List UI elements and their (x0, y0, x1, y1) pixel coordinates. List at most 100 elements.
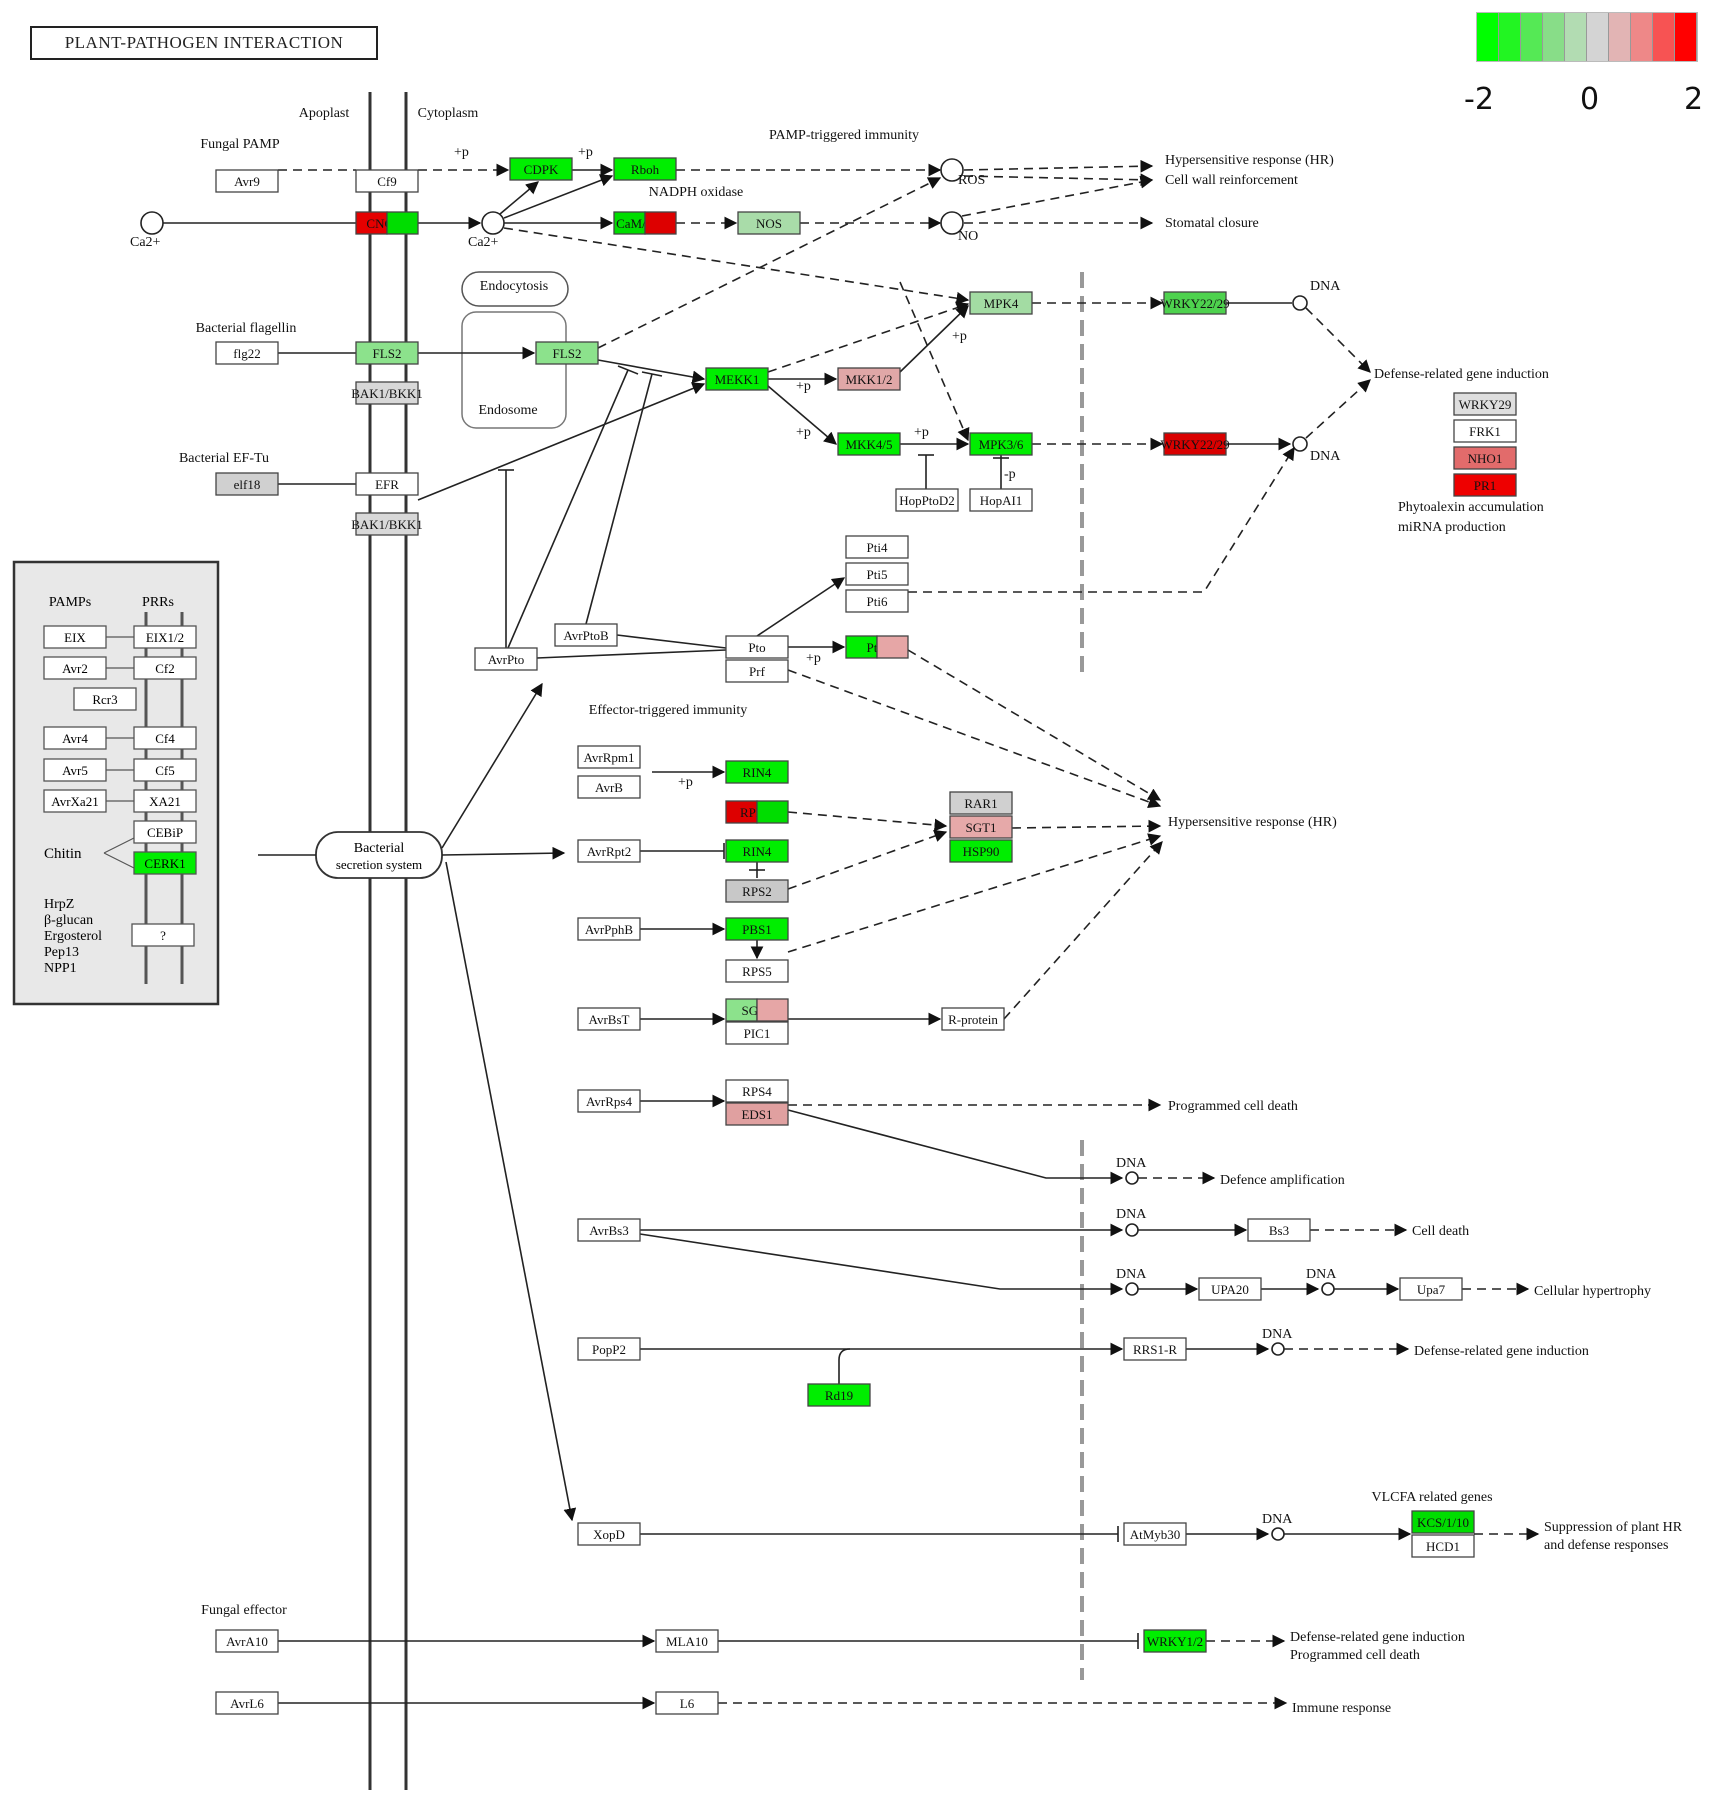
gene-label: MKK4/5 (846, 437, 893, 452)
gene-node-pti6[interactable]: Pti6 (845, 589, 909, 613)
pathway-label: Suppression of plant HR (1544, 1520, 1683, 1535)
gene-node-efr[interactable]: EFR (355, 472, 419, 496)
gene-node-hsp90[interactable]: HSP90 (949, 839, 1013, 863)
gene-node-prf[interactable]: Prf (725, 659, 789, 683)
gene-node-sgt1_a[interactable]: SGT1 (949, 815, 1013, 839)
gene-node-flg22[interactable]: flg22 (215, 341, 279, 365)
gene-node-l6[interactable]: L6 (655, 1691, 719, 1715)
gene-node-hcd1[interactable]: HCD1 (1411, 1534, 1475, 1558)
edge (441, 682, 543, 849)
gene-node-avrrpt2[interactable]: AvrRpt2 (577, 839, 641, 863)
gene-node-avrptob[interactable]: AvrPtoB (554, 623, 618, 647)
gene-label: Rboh (631, 162, 660, 177)
gene-node-pti5[interactable]: Pti5 (845, 562, 909, 586)
pathway-label: Endosome (478, 403, 537, 418)
gene-label: Pti4 (867, 540, 888, 555)
gene-node-rps5[interactable]: RPS5 (725, 959, 789, 983)
gene-node-nos[interactable]: NOS (737, 211, 801, 235)
gene-node-fls2_a[interactable]: FLS2 (355, 341, 419, 365)
gene-node-avrl6[interactable]: AvrL6 (215, 1691, 279, 1715)
gene-label: NOS (756, 216, 782, 231)
gene-node-frk1[interactable]: FRK1 (1453, 419, 1517, 443)
other-pamp: Pep13 (44, 945, 79, 960)
gene-label: AvrB (595, 780, 623, 795)
gene-node-popp2[interactable]: PopP2 (577, 1337, 641, 1361)
gene-node-mkk1_2[interactable]: MKK1/2 (837, 367, 901, 391)
gene-node-pti4[interactable]: Pti4 (845, 535, 909, 559)
gene-node-wrky29[interactable]: WRKY29 (1453, 392, 1517, 416)
gene-node-avrbst[interactable]: AvrBsT (577, 1007, 641, 1031)
gene-node-avrpto[interactable]: AvrPto (474, 647, 538, 671)
gene-node-fls2_b[interactable]: FLS2 (535, 341, 599, 365)
gene-node-elf18[interactable]: elf18 (215, 472, 279, 496)
gene-node-pti1_b[interactable] (876, 635, 909, 659)
pathway-label: +p (578, 145, 593, 160)
pathway-label: miRNA production (1398, 520, 1506, 535)
gene-node-rd19[interactable]: Rd19 (807, 1383, 871, 1407)
gene-node-hopptd2[interactable]: HopPtoD2 (895, 488, 959, 512)
gene-node-rboh[interactable]: Rboh (613, 157, 677, 181)
gene-node-bak1_a[interactable]: BAK1/BKK1 (351, 381, 423, 405)
gene-label: PIC1 (744, 1026, 771, 1041)
gene-node-mkk4_5[interactable]: MKK4/5 (837, 432, 901, 456)
pathway-label: Apoplast (299, 106, 350, 121)
gene-node-pic1[interactable]: PIC1 (725, 1021, 789, 1045)
gene-node-sgt1_c[interactable] (756, 998, 789, 1022)
gene-node-rps4[interactable]: RPS4 (725, 1079, 789, 1103)
gene-label: WRKY22/29 (1160, 296, 1229, 311)
gene-node-wrky33[interactable]: WRKY22/29 (1160, 432, 1230, 456)
gene-label: L6 (680, 1696, 695, 1711)
pathway-label: Hypersensitive response (HR) (1168, 815, 1337, 830)
gene-node-wrky22[interactable]: WRKY22/29 (1160, 291, 1230, 315)
pathway-label: +p (806, 651, 821, 666)
gene-node-rar1[interactable]: RAR1 (949, 791, 1013, 815)
gene-node-avrrpm1[interactable]: AvrRpm1 (577, 745, 641, 769)
gene-node-eds1[interactable]: EDS1 (725, 1102, 789, 1126)
gene-node-rin4_a[interactable]: RIN4 (725, 760, 789, 784)
prr-label: EIX1/2 (146, 630, 184, 645)
gene-node-mla10[interactable]: MLA10 (655, 1629, 719, 1653)
gene-node-avrb[interactable]: AvrB (577, 775, 641, 799)
gene-node-xopd[interactable]: XopD (577, 1522, 641, 1546)
pamp-label: AvrXa21 (51, 794, 98, 809)
gene-node-avrrps4[interactable]: AvrRps4 (577, 1089, 641, 1113)
edge (838, 1348, 851, 1384)
edge (445, 861, 577, 1522)
gene-node-atmyb30[interactable]: AtMyb30 (1123, 1522, 1187, 1546)
gene-node-rprotein[interactable]: R-protein (941, 1007, 1005, 1031)
gene-node-mpk4[interactable]: MPK4 (969, 291, 1033, 315)
gene-node-nho1[interactable]: NHO1 (1453, 446, 1517, 470)
gene-node-avr9[interactable]: Avr9 (215, 169, 279, 193)
gene-node-mekk1[interactable]: MEKK1 (705, 367, 769, 391)
gene-node-bs3[interactable]: Bs3 (1247, 1218, 1311, 1242)
gene-node-rpm1_b[interactable] (756, 800, 789, 824)
gene-node-hopai1[interactable]: HopAI1 (969, 488, 1033, 512)
gene-node-pr1[interactable]: PR1 (1453, 473, 1517, 497)
gene-node-rin4_b[interactable]: RIN4 (725, 839, 789, 863)
dna-node (1271, 1527, 1285, 1541)
gene-node-bak1_b[interactable]: BAK1/BKK1 (351, 512, 423, 536)
gene-node-rrs1r[interactable]: RRS1-R (1123, 1337, 1187, 1361)
gene-node-wrky1_2[interactable]: WRKY1/2 (1143, 1629, 1207, 1653)
edge (907, 649, 1162, 801)
gene-node-cngcs_b[interactable] (386, 211, 419, 235)
gene-node-cdpk[interactable]: CDPK (509, 157, 573, 181)
gene-node-cf9[interactable]: Cf9 (355, 169, 419, 193)
gene-node-pto[interactable]: Pto (725, 635, 789, 659)
gene-node-cam_b[interactable] (644, 211, 677, 235)
pathway-label: Defense-related gene induction (1374, 367, 1549, 382)
gene-node-upa20[interactable]: UPA20 (1198, 1277, 1262, 1301)
gene-node-avrbs3[interactable]: AvrBs3 (577, 1218, 641, 1242)
gene-node-rps2[interactable]: RPS2 (725, 879, 789, 903)
prr-label: Cf2 (155, 661, 175, 676)
gene-node-avrpphb[interactable]: AvrPphB (577, 917, 641, 941)
gene-label: MPK4 (984, 296, 1019, 311)
gene-label: elf18 (234, 477, 261, 492)
gene-node-pbs1[interactable]: PBS1 (725, 917, 789, 941)
gene-node-upa7[interactable]: Upa7 (1399, 1277, 1463, 1301)
gene-node-kcs[interactable]: KCS/1/10 (1411, 1510, 1475, 1534)
gene-label: XopD (593, 1527, 625, 1542)
gene-node-avra10[interactable]: AvrA10 (215, 1629, 279, 1653)
gene-node-mpk3_6[interactable]: MPK3/6 (969, 432, 1033, 456)
